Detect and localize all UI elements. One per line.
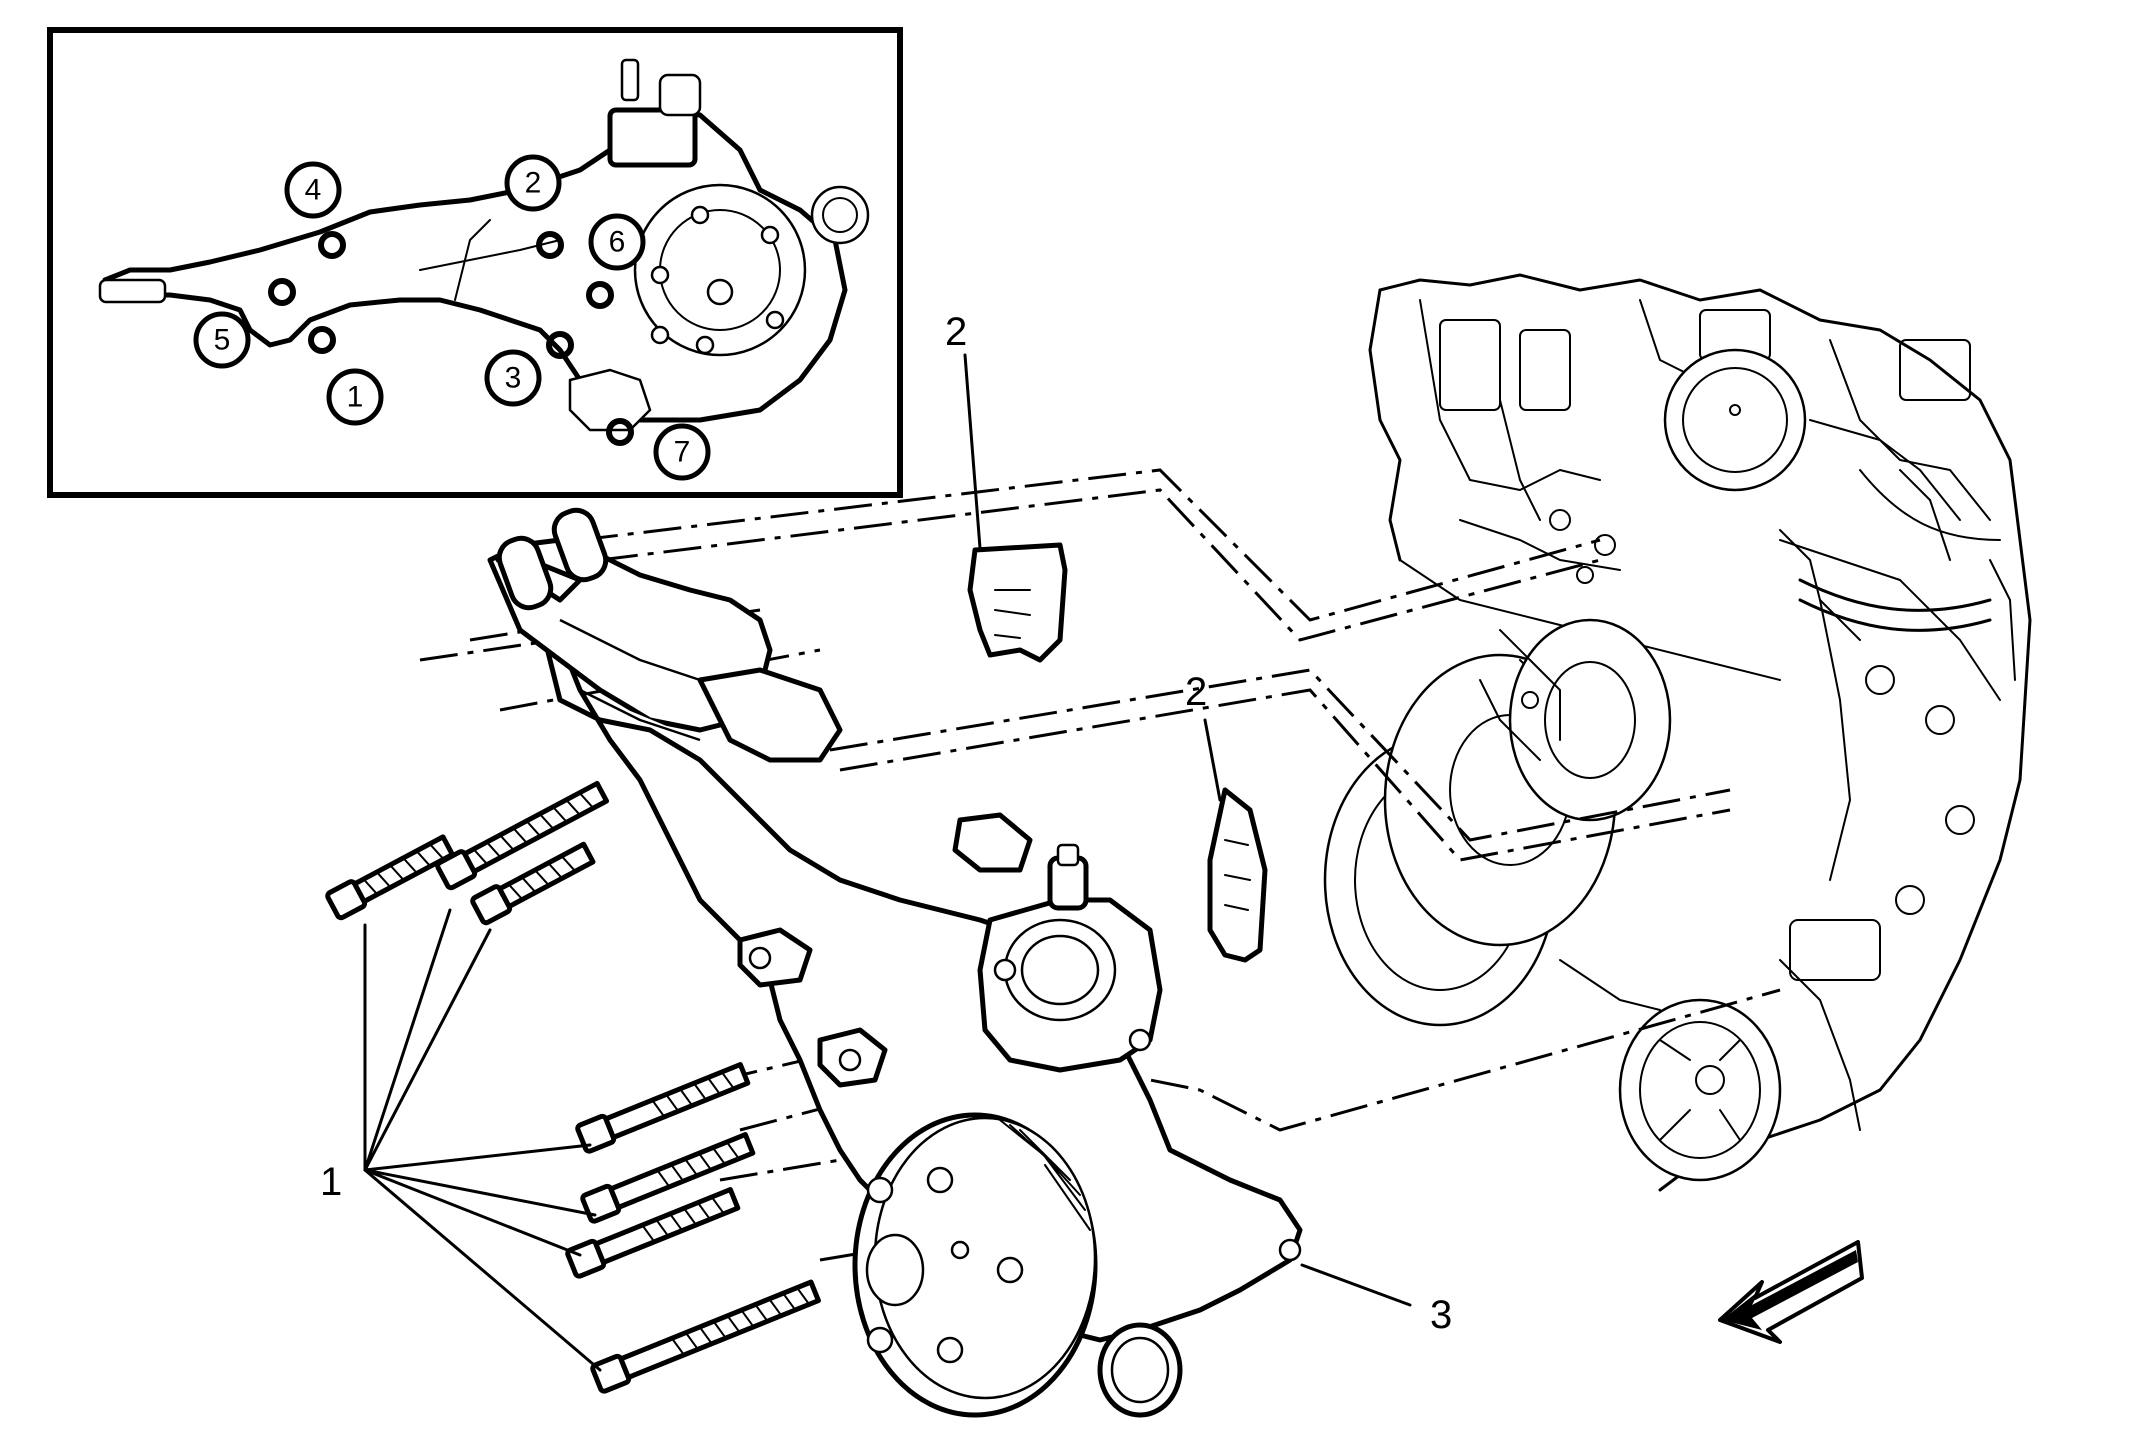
svg-text:2: 2 xyxy=(525,167,542,200)
bolt-1e xyxy=(580,1132,756,1224)
svg-text:6: 6 xyxy=(609,226,626,259)
bolt-1d xyxy=(575,1062,751,1154)
svg-text:5: 5 xyxy=(214,324,231,357)
bolt-1b xyxy=(435,780,610,891)
bolt-1c xyxy=(470,841,596,926)
callout-2-upper: 2 xyxy=(945,310,967,354)
front-direction-arrow-icon xyxy=(1718,1240,1864,1344)
water-pump-assembly xyxy=(487,507,1303,1418)
callout-1: 1 xyxy=(320,1160,342,1204)
inset-callout-2: 2 xyxy=(504,154,562,212)
inset-callout-4: 4 xyxy=(284,161,342,219)
svg-text:7: 7 xyxy=(674,436,691,469)
svg-text:4: 4 xyxy=(305,174,322,207)
callout-2-lower: 2 xyxy=(1185,670,1207,714)
gasket-lower xyxy=(1207,787,1268,963)
bolt-1g xyxy=(590,1279,821,1394)
bolt-1a xyxy=(325,834,455,921)
engine-block xyxy=(1323,273,2032,1192)
bolt-1f xyxy=(565,1187,741,1279)
inset-tightening-sequence: 1 2 3 4 5 6 7 xyxy=(47,27,903,498)
inset-callout-6: 6 xyxy=(588,213,646,271)
inset-callout-1: 1 xyxy=(326,368,384,426)
svg-text:3: 3 xyxy=(505,362,522,395)
inset-callout-3: 3 xyxy=(484,349,542,407)
gasket-upper xyxy=(967,542,1068,663)
callout-leaders xyxy=(363,353,1412,1372)
inset-callout-7: 7 xyxy=(653,423,711,481)
svg-text:1: 1 xyxy=(347,381,364,414)
inset-callout-5: 5 xyxy=(193,311,251,369)
callout-3: 3 xyxy=(1430,1293,1452,1337)
bolts-group xyxy=(325,780,821,1394)
